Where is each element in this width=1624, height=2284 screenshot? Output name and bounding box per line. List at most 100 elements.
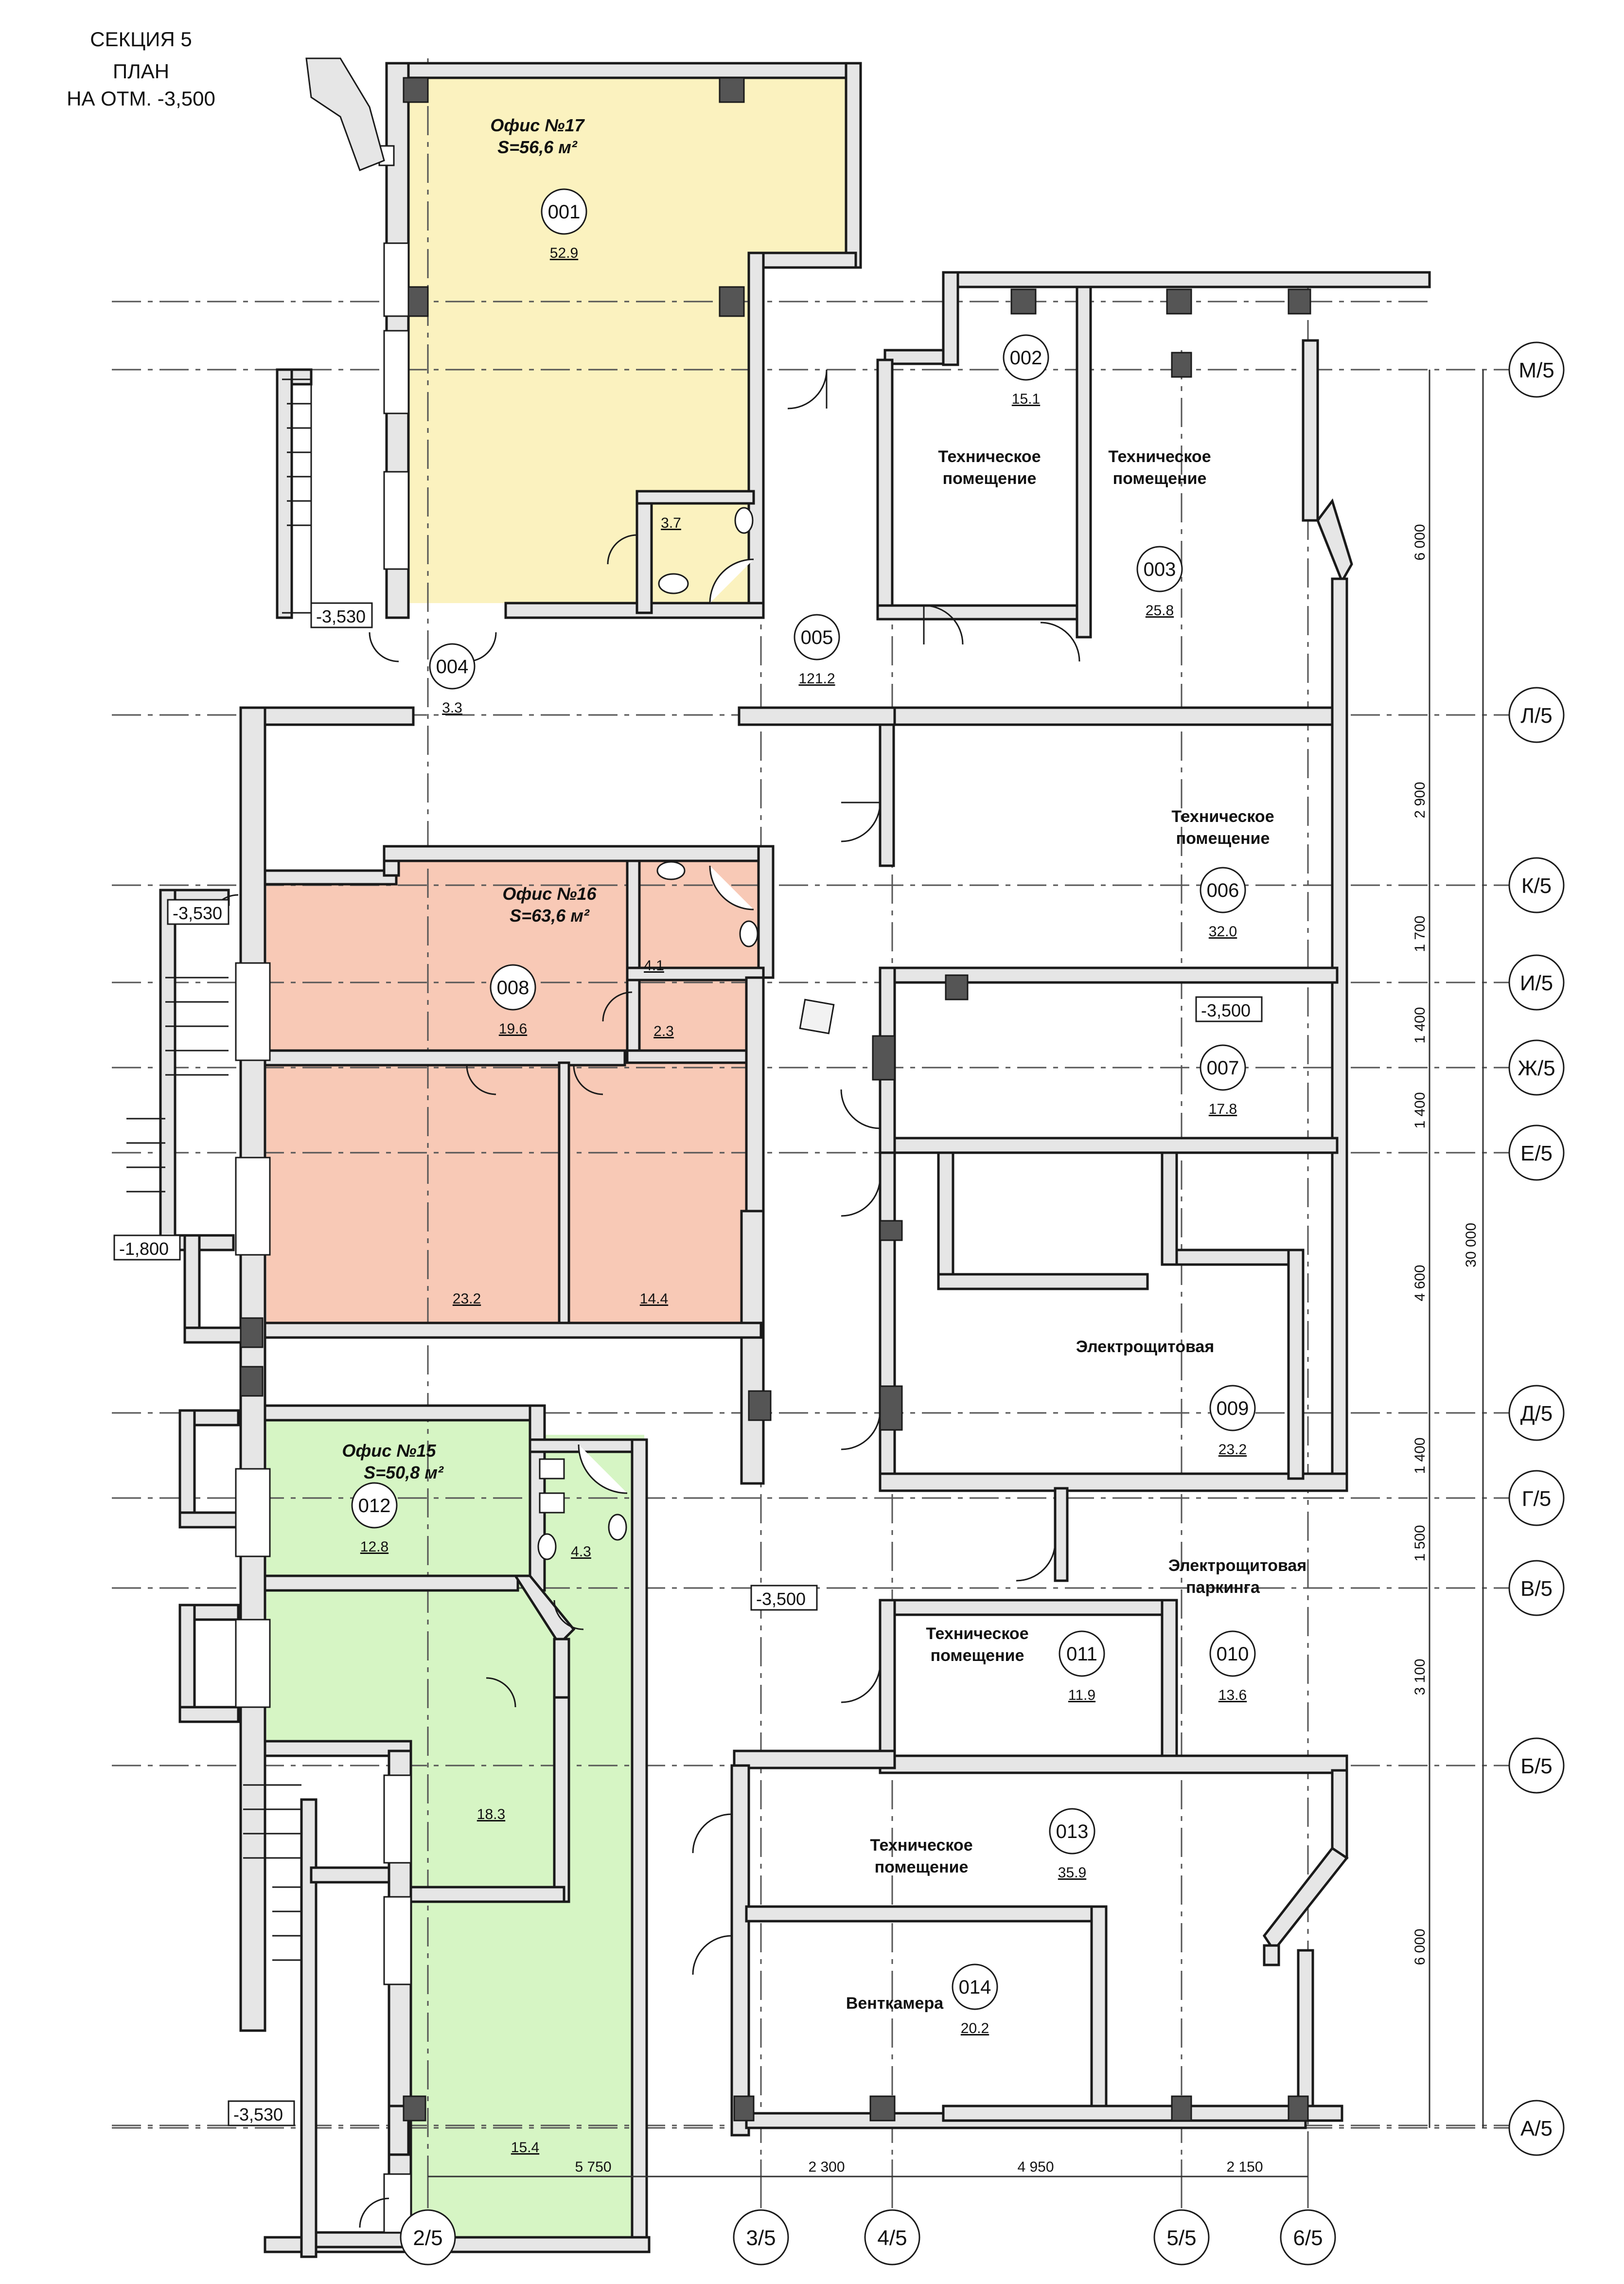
room-name-006-l1: Техническое [1171,807,1274,826]
level-6: -3,500 [756,1589,806,1609]
room-name-002-l1: Техническое [938,447,1041,466]
dim-v-3: 1 400 [1412,1007,1428,1043]
room-number-003: 003 [1144,559,1176,580]
level-marks: -3,530 -3,530 -1,800 -3,530 -3,500 -3,50… [113,602,1263,2126]
office-17-area: S=56,6 м² [497,137,578,157]
room-marker-007[interactable]: 007 17.8 [1200,1044,1246,1117]
dim-h-2: 4 950 [1017,2159,1054,2175]
level-3: -1,800 [119,1239,169,1259]
axis-row-4: Ж/5 [1508,1039,1565,1096]
sub-area-office16-b: 14.4 [640,1291,668,1307]
axis-col-label-0: 2/5 [413,2226,442,2250]
axis-col-1: 3/5 [733,2159,789,2266]
plumbing [537,507,835,1560]
axis-row-label-9: Б/5 [1520,1754,1553,1778]
axis-row-5: Е/5 [1508,1124,1565,1181]
room-name-011-l1: Техническое [926,1624,1028,1643]
axis-col-labels: 2/5 3/5 4/5 5/5 6/5 [400,2159,1336,2266]
axis-row-7: Г/5 [1508,1470,1565,1526]
room-number-007: 007 [1207,1057,1239,1079]
title-section: СЕКЦИЯ 5 [90,28,192,51]
axis-col-label-3: 5/5 [1166,2226,1196,2250]
axis-col-4: 6/5 [1280,2159,1336,2266]
room-number-005: 005 [801,627,833,648]
room-number-011: 011 [1066,1643,1097,1665]
axis-row-0: М/5 [1508,341,1565,398]
office-16-fill[interactable] [266,856,763,1333]
room-area-009: 23.2 [1218,1442,1247,1458]
level-2: -3,530 [173,903,222,923]
title-level: НА ОТМ. -3,500 [67,87,215,110]
sub-area-wc15: 4.3 [571,1544,591,1560]
room-number-006: 006 [1207,880,1239,901]
dim-v-8: 3 100 [1412,1659,1428,1695]
axis-row-label-10: А/5 [1520,2117,1553,2141]
dim-v-6: 1 400 [1412,1437,1428,1474]
room-area-002: 15.1 [1012,391,1040,407]
office-17-fill[interactable] [408,73,856,608]
sub-area-office15-b: 15.4 [511,2140,539,2156]
stairs [126,57,385,1961]
axis-row-label-5: Е/5 [1520,1142,1553,1165]
room-name-009: Электрощитовая [1076,1338,1214,1356]
axis-row-3: И/5 [1508,954,1565,1011]
axis-row-label-6: Д/5 [1520,1402,1553,1426]
axis-row-label-7: Г/5 [1522,1487,1552,1511]
axis-row-label-2: К/5 [1521,874,1552,898]
room-names: Техническое помещение Техническое помеще… [846,447,1306,2013]
room-area-001: 52.9 [550,245,578,261]
room-area-012: 12.8 [360,1539,388,1555]
title-plan: ПЛАН [112,60,170,83]
dim-v-1: 2 900 [1412,782,1428,818]
room-area-008: 19.6 [499,1021,527,1037]
room-name-013-l1: Техническое [870,1836,972,1855]
room-number-013: 013 [1056,1821,1089,1842]
dim-v-0: 6 000 [1412,524,1428,560]
axis-row-label-4: Ж/5 [1518,1056,1555,1080]
sub-area-office16-a: 23.2 [453,1291,481,1307]
room-area-007: 17.8 [1209,1101,1237,1117]
room-name-010-l1: Электрощитовая [1168,1556,1306,1575]
axis-col-2: 4/5 [864,2159,920,2266]
dim-h-3: 2 150 [1226,2159,1263,2175]
room-number-001: 001 [548,201,581,223]
sub-area-office15-a: 18.3 [477,1806,505,1822]
level-1: -3,530 [316,607,366,626]
columns [240,77,1311,2122]
dim-h-0: 5 750 [575,2159,611,2175]
office-16-name: Офис №16 [502,884,597,904]
room-area-004: 3.3 [442,700,462,716]
room-name-002-l2: помещение [943,469,1037,488]
sub-area-wc17: 3.7 [661,515,681,531]
room-area-013: 35.9 [1058,1865,1086,1881]
axis-col-label-4: 6/5 [1293,2226,1323,2250]
room-name-003-l2: помещение [1113,469,1207,488]
dimension-lines [428,370,1484,2177]
room-area-006: 32.0 [1209,924,1237,940]
axis-row-label-1: Л/5 [1520,704,1553,728]
room-marker-006[interactable]: 006 32.0 [1200,867,1246,940]
room-marker-001[interactable]: 001 52.9 [541,188,587,261]
room-name-013-l2: помещение [875,1858,969,1876]
office-15-name: Офис №15 [342,1441,436,1461]
room-name-011-l2: помещение [931,1646,1024,1665]
room-area-014: 20.2 [961,2020,989,2036]
dim-v-4: 1 400 [1412,1092,1428,1128]
windows [235,145,412,2233]
room-marker-013[interactable]: 013 35.9 [1049,1808,1095,1881]
dim-v-9: 6 000 [1412,1928,1428,1965]
office-15-fill[interactable] [266,1415,644,2245]
